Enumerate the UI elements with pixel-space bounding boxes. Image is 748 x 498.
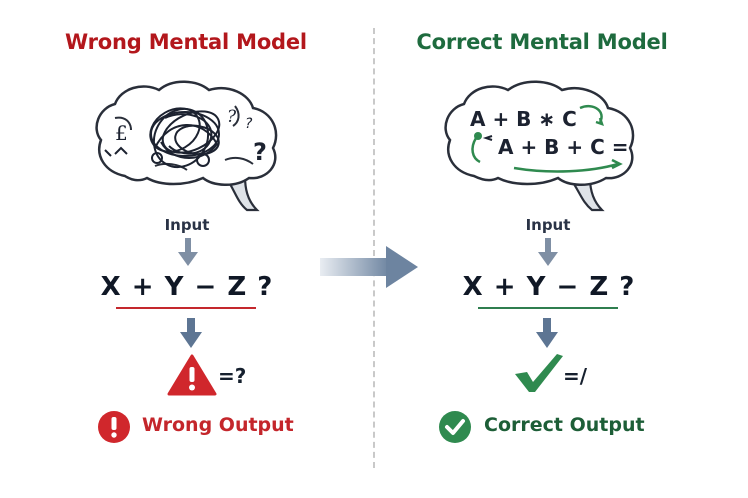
- tangled-brain-icon: £ ? ? ?: [95, 80, 278, 212]
- wrong-output-label: Wrong Output: [142, 414, 294, 436]
- left-result-text: =?: [218, 364, 247, 388]
- correct-model-title: Correct Mental Model: [416, 30, 668, 54]
- transition-arrow-icon: [320, 246, 418, 288]
- brain-question-symbol-large: ?: [253, 138, 267, 166]
- right-equation: X + Y − Z ?: [462, 272, 636, 302]
- right-equation-underline: [478, 307, 618, 309]
- right-input-label: Input: [525, 216, 571, 234]
- warning-icon: [167, 354, 217, 396]
- panel-divider: [373, 28, 375, 468]
- brain-question-symbol-small: ?: [245, 116, 253, 132]
- wrong-model-title: Wrong Mental Model: [65, 30, 307, 54]
- organized-brain-icon: A + B ∗ C A + B + C =: [444, 80, 635, 212]
- brain-formula-bottom: A + B + C =: [498, 135, 629, 159]
- brain-formula-top: A + B ∗ C: [470, 107, 577, 131]
- right-result-text: =/: [563, 364, 588, 388]
- error-badge-icon: [98, 411, 130, 443]
- success-badge-icon: [439, 411, 471, 443]
- brain-question-symbol: ?: [227, 107, 237, 127]
- down-arrow-icon: [538, 238, 558, 266]
- down-arrow-icon: [178, 238, 198, 266]
- down-arrow-icon: [536, 318, 558, 348]
- left-equation-underline: [116, 307, 256, 309]
- correct-output-label: Correct Output: [484, 414, 645, 436]
- left-equation: X + Y − Z ?: [100, 272, 274, 302]
- left-input-label: Input: [164, 216, 210, 234]
- down-arrow-icon: [180, 318, 202, 348]
- checkmark-icon: [515, 354, 563, 392]
- brain-pound-symbol: £: [115, 121, 128, 145]
